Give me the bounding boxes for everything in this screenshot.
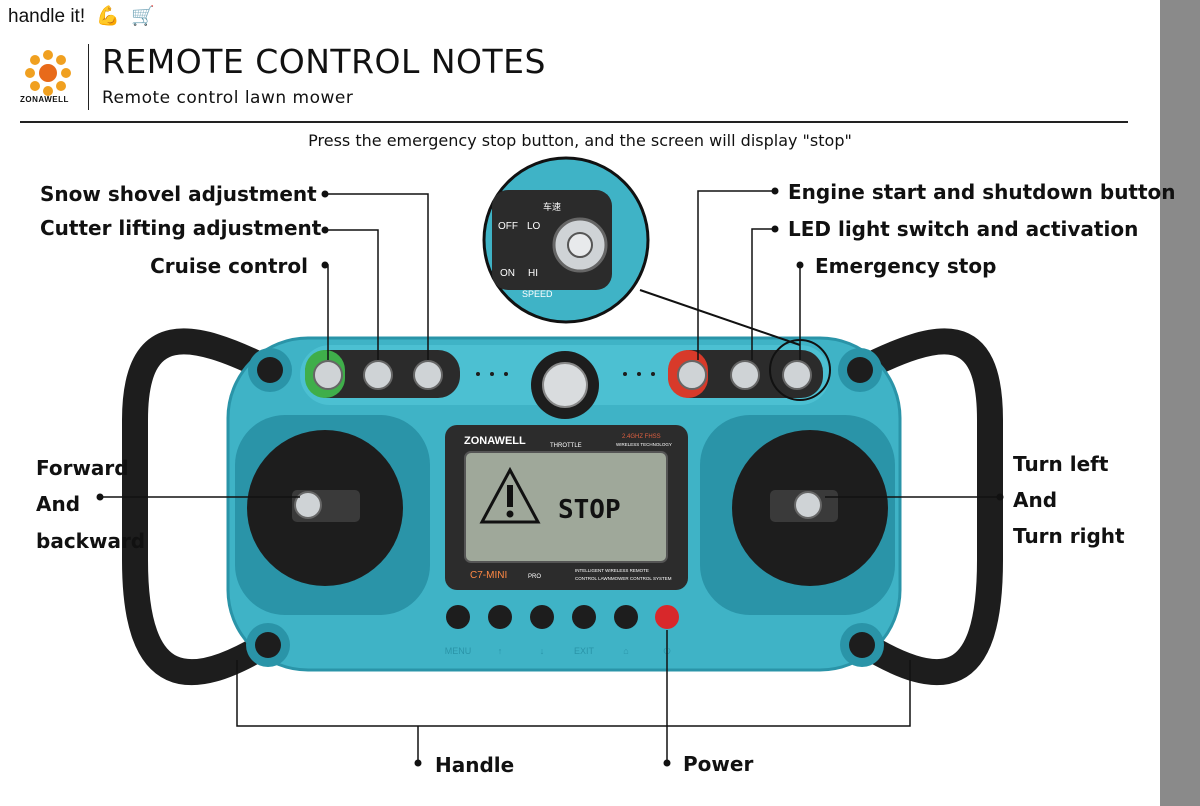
warning-icon <box>479 466 541 524</box>
remote-diagram: ZONAWELL THROTTLE 2.4GHZ FHSS WIRELESS T… <box>96 156 1004 767</box>
label-engine: Engine start and shutdown button <box>788 180 1176 204</box>
right-switch-panel <box>668 339 831 401</box>
shopping-cart-icon: 🛒 <box>131 6 156 27</box>
tagline-1: INTELLIGENT WIRELESS REMOTE <box>575 568 649 573</box>
page-subtitle: Remote control lawn mower <box>102 88 354 108</box>
tagline-2: CONTROL LAWNMOWER CONTROL SYSTEM <box>575 576 672 581</box>
power-button[interactable] <box>655 605 679 629</box>
up-button[interactable] <box>488 605 512 629</box>
label-handle: Handle <box>435 753 515 777</box>
bottom-buttons: MENU ↑ ↓ EXIT ⌂ ⏻ <box>445 605 679 656</box>
zoom-top-label: 车速 <box>543 201 561 213</box>
label-led: LED light switch and activation <box>788 217 1139 241</box>
engine-switch[interactable] <box>677 360 707 390</box>
zoom-on-label: ON <box>500 268 515 279</box>
frequency-sub: WIRELESS TECHNOLOGY <box>616 442 672 447</box>
handle-left <box>122 328 283 686</box>
frequency-label: 2.4GHZ FHSS <box>622 434 661 440</box>
label-backward: backward <box>36 529 146 553</box>
cutter-lifting-switch[interactable] <box>363 360 393 390</box>
throttle-label: THROTTLE <box>550 443 582 449</box>
label-forward: Forward <box>36 456 129 480</box>
home-button[interactable] <box>614 605 638 629</box>
emergency-note: Press the emergency stop button, and the… <box>308 131 852 150</box>
page-title: REMOTE CONTROL NOTES <box>102 42 546 81</box>
emergency-stop-switch[interactable] <box>782 360 812 390</box>
menu-button[interactable] <box>446 605 470 629</box>
handle-right <box>847 328 1003 686</box>
cruise-control-switch[interactable] <box>313 360 343 390</box>
scrollbar-gutter[interactable] <box>1160 0 1200 806</box>
led-switch[interactable] <box>730 360 760 390</box>
label-and-right: And <box>1013 488 1058 512</box>
label-cutter-lifting: Cutter lifting adjustment <box>40 216 322 240</box>
label-and-left: And <box>36 492 81 516</box>
label-emergency-stop: Emergency stop <box>815 254 997 278</box>
model-badge: PRO <box>528 574 541 580</box>
exit-button[interactable] <box>572 605 596 629</box>
stop-screen-text: STOP <box>558 495 621 525</box>
zoom-off-label: OFF <box>498 221 518 232</box>
home-button-label: ⌂ <box>623 646 628 656</box>
up-button-label: ↑ <box>498 646 503 656</box>
label-turn-right: Turn right <box>1013 524 1125 548</box>
zoom-lo-label: LO <box>527 221 541 232</box>
snow-shovel-switch[interactable] <box>413 360 443 390</box>
flexed-biceps-icon: 💪 <box>96 6 121 27</box>
label-power: Power <box>683 752 754 776</box>
header-rule <box>20 121 1128 123</box>
zoom-hi-label: HI <box>528 268 538 279</box>
throttle-knob[interactable] <box>531 351 599 419</box>
header-divider <box>88 44 89 110</box>
label-turn-left: Turn left <box>1013 452 1109 476</box>
label-snow-shovel: Snow shovel adjustment <box>40 182 317 206</box>
label-cruise-control: Cruise control <box>150 254 308 278</box>
device-brand: ZONAWELL <box>464 435 526 447</box>
brand-logo-text: ZONAWELL <box>20 95 69 104</box>
caption-label: handle it! <box>8 6 86 27</box>
left-switch-panel <box>305 350 460 398</box>
speed-switch-zoom: 车速 OFF LO ON HI SPEED <box>482 156 650 324</box>
model-name: C7-MINI <box>470 570 507 581</box>
caption-text: handle it! 💪 🛒 <box>8 4 155 28</box>
menu-button-label: MENU <box>445 646 472 656</box>
exit-button-label: EXIT <box>574 646 595 656</box>
left-joystick[interactable] <box>294 491 322 519</box>
down-button-label: ↓ <box>540 646 545 656</box>
brand-logo-icon <box>25 50 71 96</box>
down-button[interactable] <box>530 605 554 629</box>
zoom-speed-label: SPEED <box>522 289 553 299</box>
right-joystick[interactable] <box>794 491 822 519</box>
